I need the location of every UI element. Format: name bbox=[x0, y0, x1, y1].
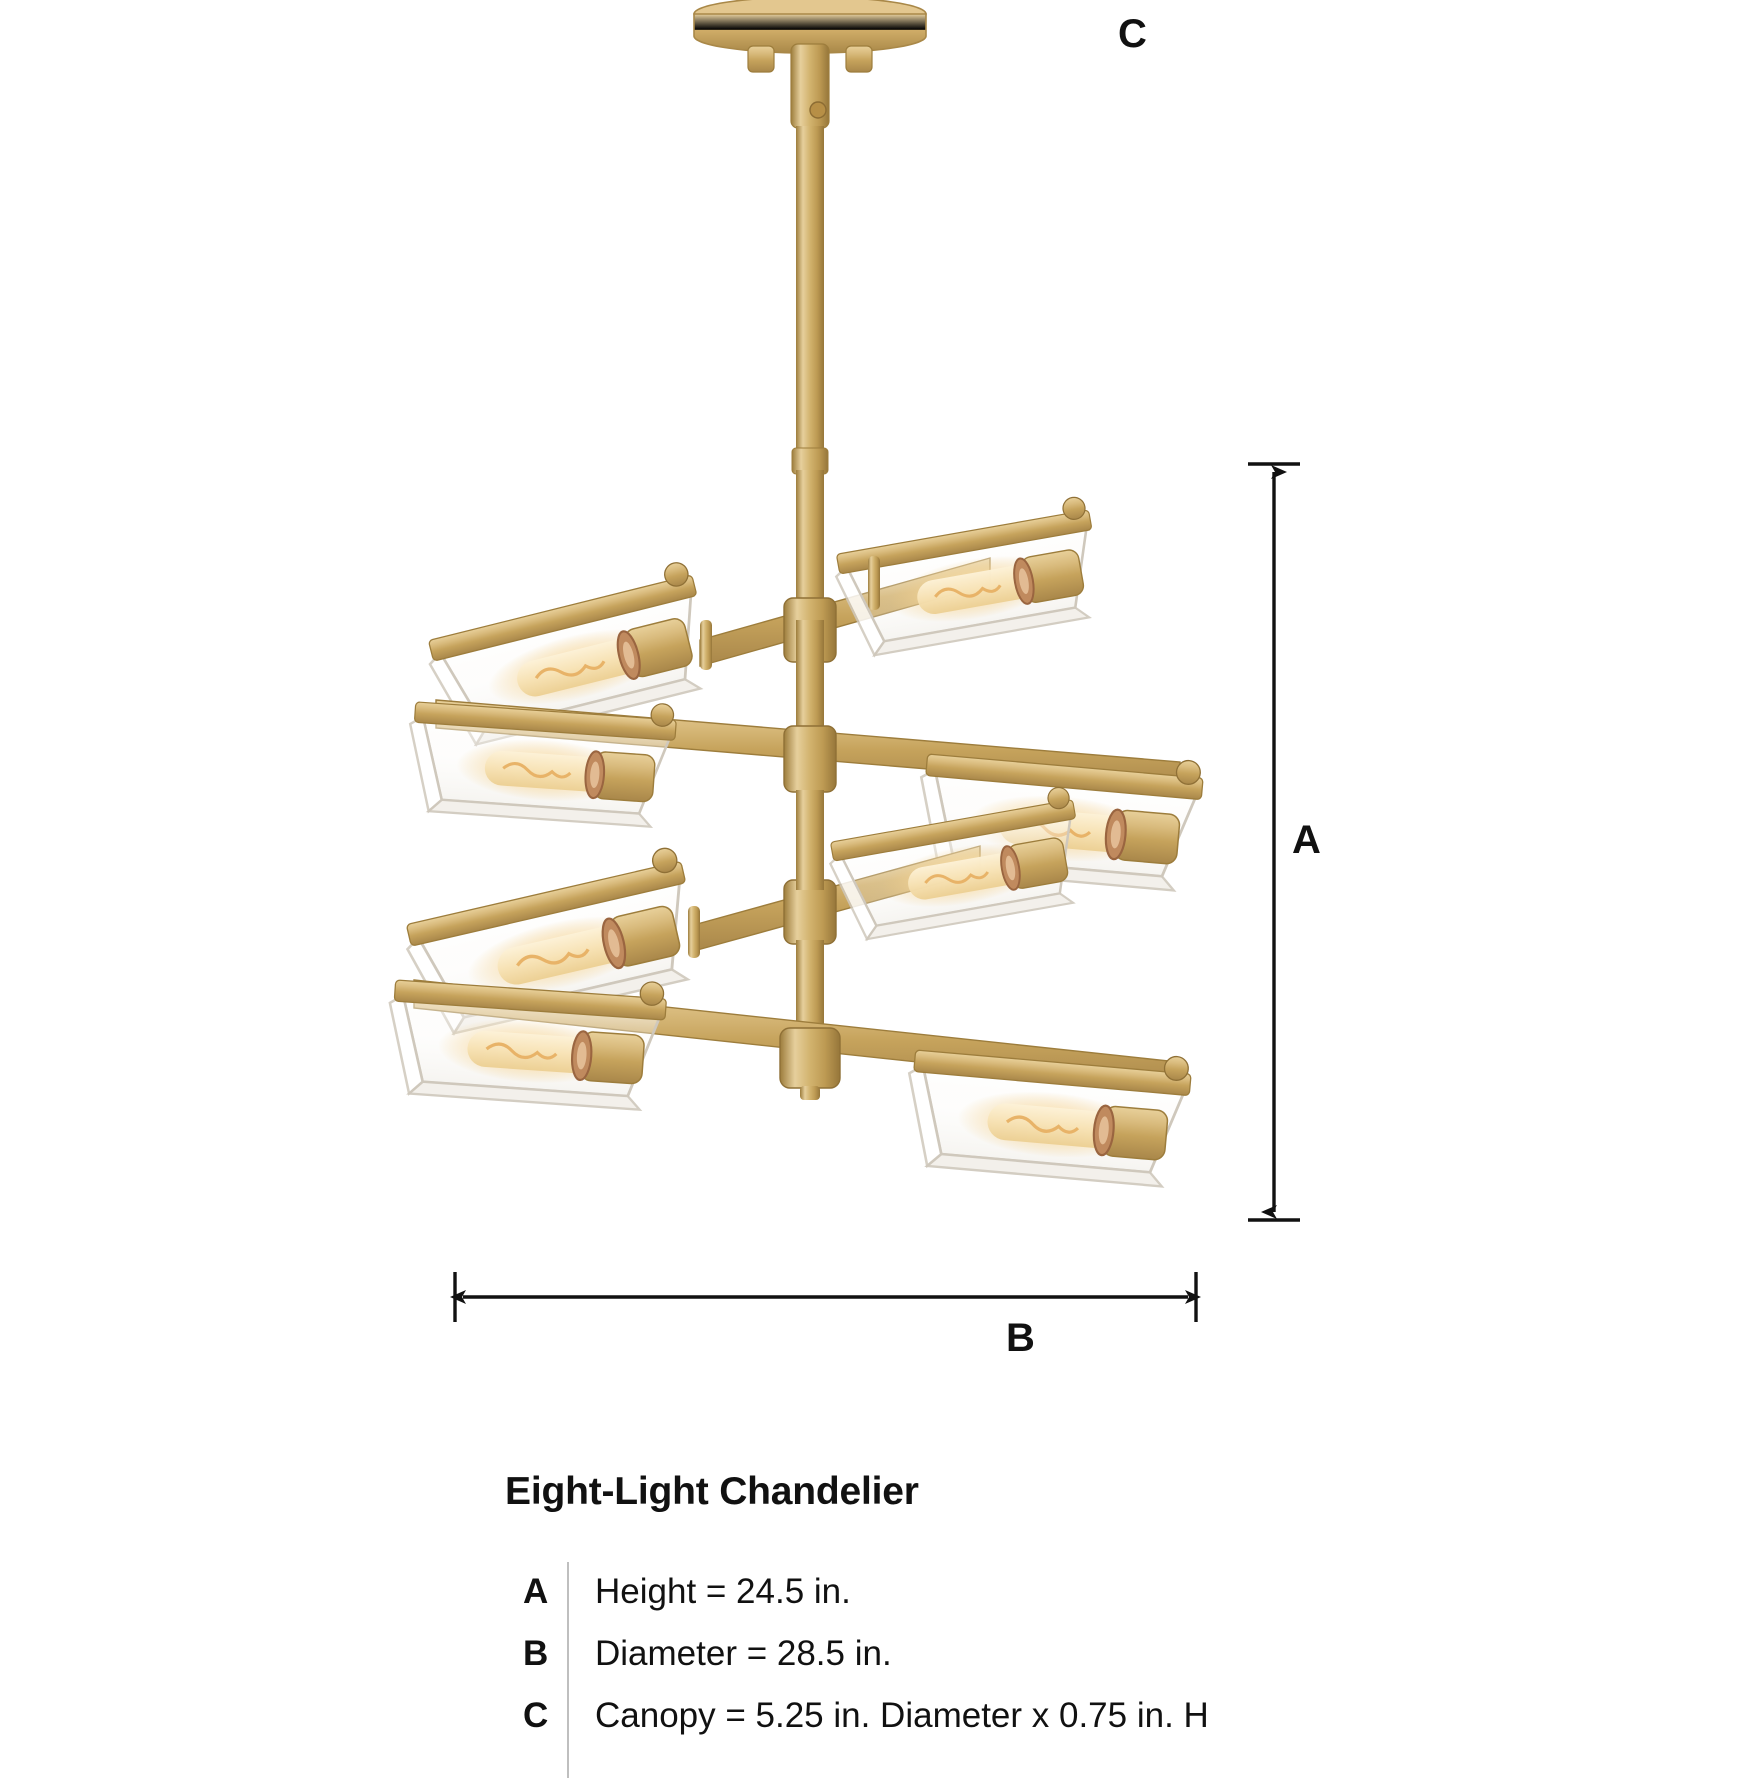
spec-table-divider bbox=[567, 1562, 569, 1778]
product-title: Eight-Light Chandelier bbox=[505, 1470, 919, 1513]
spec-value-b: Diameter = 28.5 in. bbox=[595, 1634, 892, 1673]
spec-row-b: B Diameter = 28.5 in. bbox=[505, 1634, 1405, 1696]
dimension-label-b: B bbox=[1006, 1316, 1035, 1360]
arm-tier-4 bbox=[382, 962, 1195, 1190]
arm-tier-3 bbox=[396, 783, 1092, 1060]
specification-table: A Height = 24.5 in. B Diameter = 28.5 in… bbox=[505, 1562, 1405, 1778]
arm-tier-2 bbox=[402, 684, 1207, 894]
spec-value-c: Canopy = 5.25 in. Diameter x 0.75 in. H bbox=[595, 1696, 1209, 1735]
dimension-label-a: A bbox=[1292, 818, 1321, 862]
spec-key-c: C bbox=[523, 1696, 549, 1735]
dimension-label-c: C bbox=[1118, 12, 1147, 56]
spec-row-a: A Height = 24.5 in. bbox=[505, 1572, 1405, 1634]
spec-key-a: A bbox=[523, 1572, 549, 1611]
spec-key-b: B bbox=[523, 1634, 549, 1673]
caption-block: Eight-Light Chandelier A Height = 24.5 i… bbox=[505, 1470, 1405, 1778]
ceiling-canopy-and-stem bbox=[693, 0, 927, 620]
spec-row-c: C Canopy = 5.25 in. Diameter x 0.75 in. … bbox=[505, 1696, 1405, 1758]
spec-value-a: Height = 24.5 in. bbox=[595, 1572, 851, 1611]
